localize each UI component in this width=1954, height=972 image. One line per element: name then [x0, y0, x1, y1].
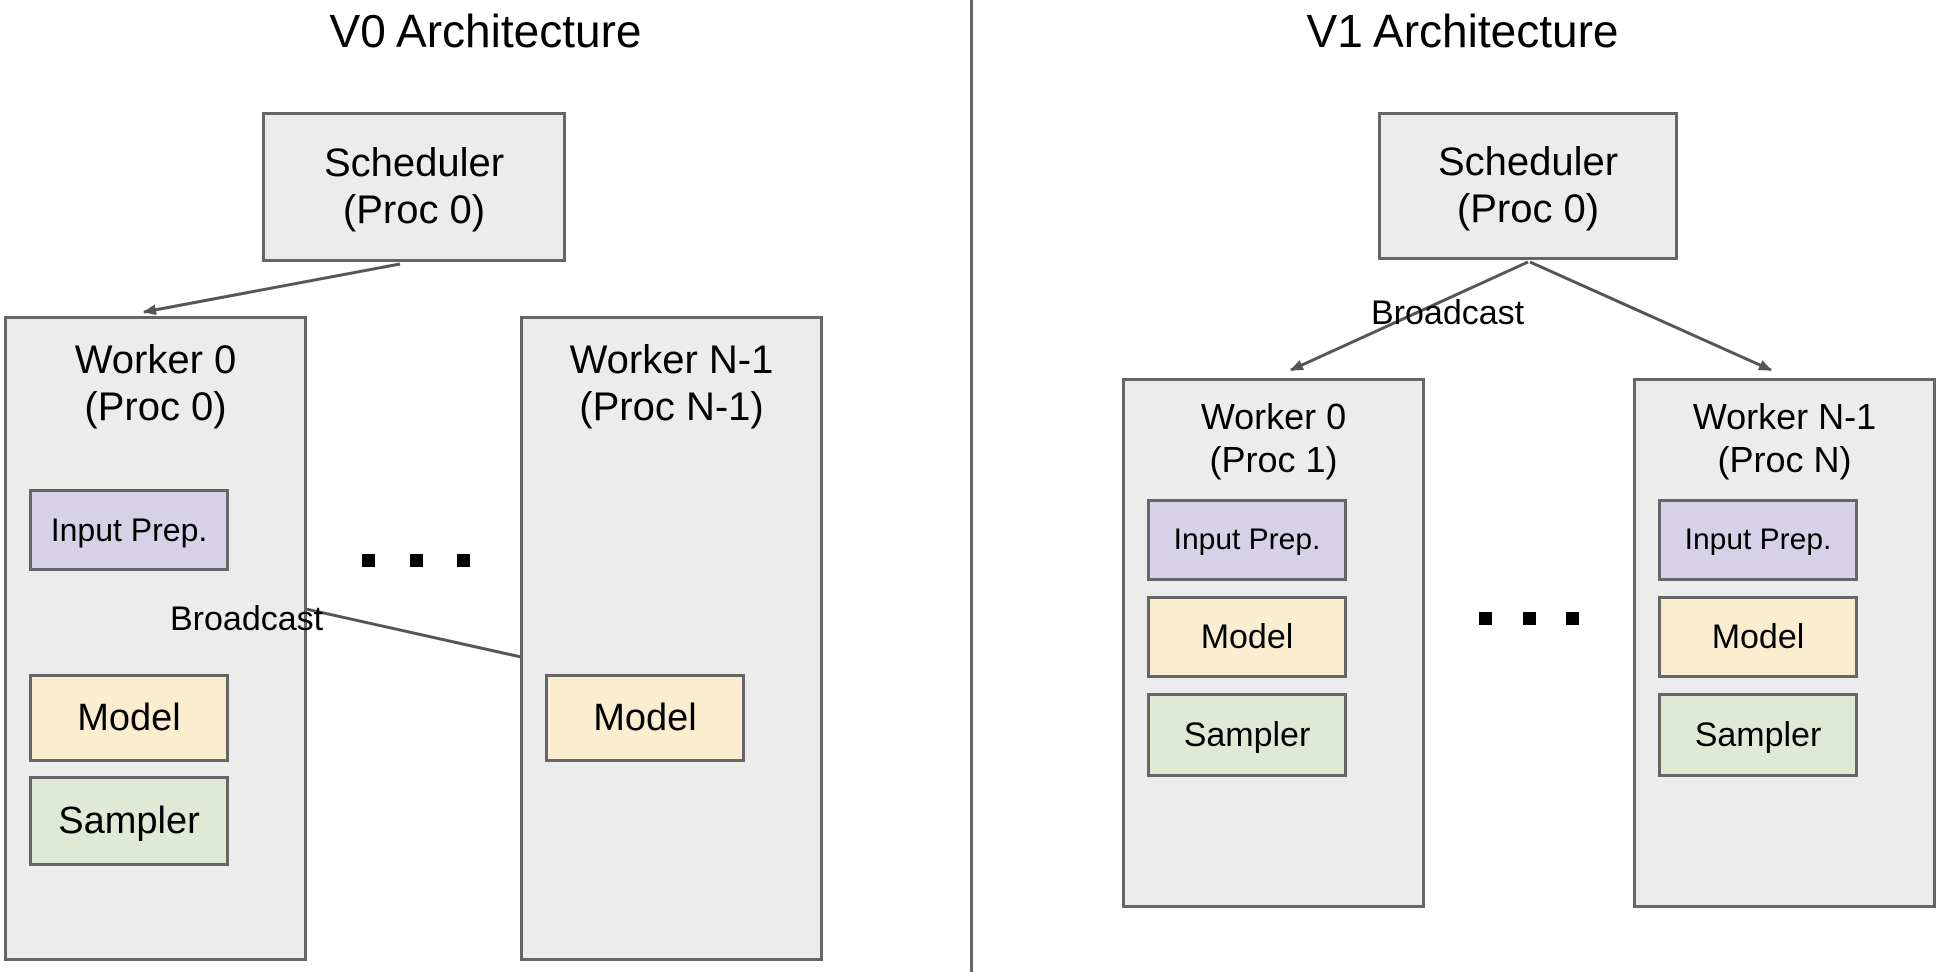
v0-title: V0 Architecture [329, 5, 642, 57]
v1-worker-n-1-line1: Worker N-1 [1692, 396, 1877, 437]
v1-worker-n-1-line2: (Proc N) [1717, 439, 1852, 480]
v1-worker-0-input-prep[interactable]: Input Prep. [1147, 499, 1347, 581]
v0-scheduler-line2: (Proc 0) [342, 188, 486, 232]
v1-title: V1 Architecture [1306, 5, 1619, 57]
v1-worker-0-model[interactable]: Model [1147, 596, 1347, 678]
v1-worker-0-line2: (Proc 1) [1209, 439, 1338, 480]
v1-worker-n-1-input-prep[interactable]: Input Prep. [1658, 499, 1858, 581]
v0-worker-0-input-prep-label: Input Prep. [50, 511, 208, 548]
v1-worker-n-1-sampler-label: Sampler [1694, 715, 1822, 754]
v1-broadcast-label: Broadcast [1371, 294, 1525, 332]
v1-worker-0-line1: Worker 0 [1200, 396, 1347, 437]
v1-scheduler-line2: (Proc 0) [1456, 187, 1600, 231]
v0-worker-n-1-line1: Worker N-1 [569, 338, 774, 382]
v0-worker-0-sampler-label: Sampler [58, 799, 200, 842]
v0-worker-n-1-model[interactable]: Model [545, 674, 745, 762]
v0-worker-0-line2: (Proc 0) [84, 385, 227, 429]
v0-scheduler-line1: Scheduler [323, 141, 505, 185]
panel-v0-architecture: V0 Architecture Scheduler (Proc 0) Worke… [0, 0, 971, 972]
v0-worker-n-1-line2: (Proc N-1) [579, 385, 764, 429]
v0-worker-n-1-model-label: Model [593, 696, 697, 739]
v1-worker-0-input-prep-label: Input Prep. [1173, 523, 1321, 556]
v1-worker-0-sampler[interactable]: Sampler [1147, 693, 1347, 777]
arrow-scheduler-to-worker-n-1 [1529, 260, 1772, 372]
v1-worker-0-box[interactable]: Worker 0 (Proc 1) Input Prep. Model Samp… [1122, 378, 1425, 908]
v0-broadcast-label: Broadcast [170, 600, 324, 638]
v0-scheduler-box[interactable]: Scheduler (Proc 0) [262, 112, 566, 262]
v0-worker-0-line1: Worker 0 [74, 338, 237, 382]
v0-worker-0-sampler[interactable]: Sampler [29, 776, 229, 866]
v1-scheduler-box[interactable]: Scheduler (Proc 0) [1378, 112, 1678, 260]
arrow-scheduler-to-worker0 [143, 262, 401, 316]
panel-v1-architecture: V1 Architecture Scheduler (Proc 0) Broad… [971, 0, 1954, 972]
v0-worker-0-model-label: Model [77, 696, 181, 739]
v0-worker-n-1-box[interactable]: Worker N-1 (Proc N-1) Model [520, 316, 823, 961]
v1-worker-0-model-label: Model [1200, 617, 1294, 656]
v1-worker-n-1-model-label: Model [1711, 617, 1805, 656]
v1-worker-0-sampler-label: Sampler [1183, 715, 1311, 754]
v0-worker-0-box[interactable]: Worker 0 (Proc 0) Input Prep. Model Samp… [4, 316, 307, 961]
v1-worker-n-1-model[interactable]: Model [1658, 596, 1858, 678]
v0-worker-0-input-prep[interactable]: Input Prep. [29, 489, 229, 571]
v1-worker-n-1-input-prep-label: Input Prep. [1684, 523, 1832, 556]
v1-ellipsis [1479, 610, 1579, 626]
v0-ellipsis [362, 552, 470, 568]
v1-worker-n-1-box[interactable]: Worker N-1 (Proc N) Input Prep. Model Sa… [1633, 378, 1936, 908]
v0-worker-0-model[interactable]: Model [29, 674, 229, 762]
panel-divider [970, 0, 973, 972]
v1-worker-n-1-sampler[interactable]: Sampler [1658, 693, 1858, 777]
v1-scheduler-line1: Scheduler [1437, 140, 1619, 184]
